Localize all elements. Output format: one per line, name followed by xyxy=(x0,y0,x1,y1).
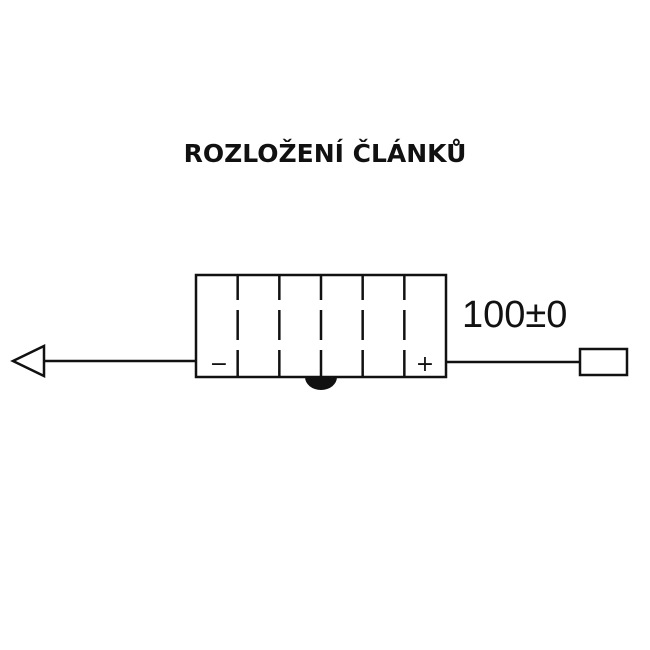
positive-terminal-label: + xyxy=(416,352,434,377)
negative-terminal-label: − xyxy=(210,352,228,377)
vent-tab xyxy=(305,377,337,390)
cell-dividers xyxy=(236,275,406,377)
negative-lead-arrow-icon xyxy=(10,344,46,378)
positive-connector xyxy=(578,347,629,377)
dimension-label: 100±0 xyxy=(462,294,567,336)
diagram-title: ROZLOŽENÍ ČLÁNKŮ xyxy=(184,138,467,168)
